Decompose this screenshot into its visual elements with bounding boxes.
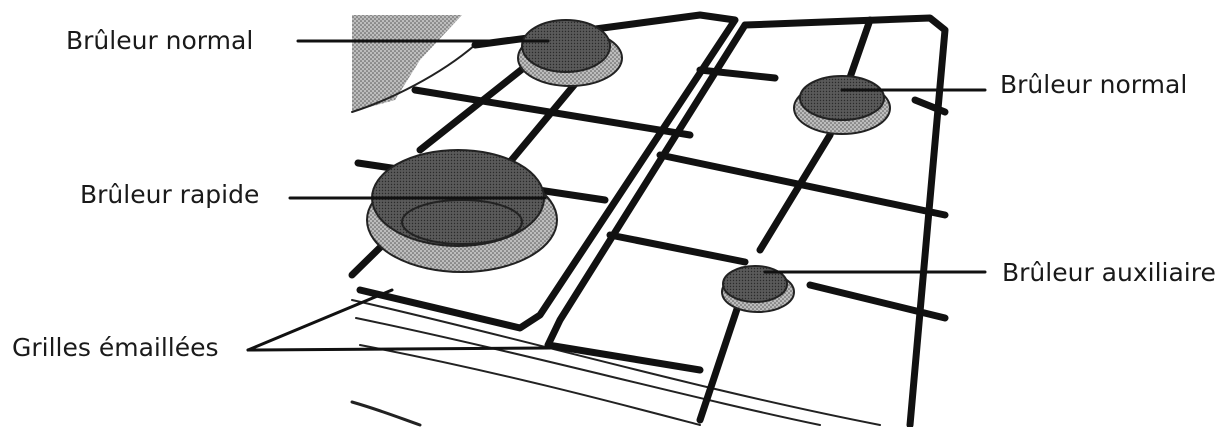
label-burner-rapid: Brûleur rapide (80, 180, 260, 209)
label-burner-auxiliary: Brûleur auxiliaire (1002, 258, 1216, 287)
backsplash-shading (352, 15, 462, 112)
burner-auxiliary (721, 265, 795, 313)
burner-top-left (517, 19, 623, 87)
right-grate (544, 14, 949, 427)
burner-rapid (366, 149, 558, 273)
burner-top-right (793, 75, 891, 135)
leader-lines (246, 39, 987, 352)
leader-grates-left (246, 288, 394, 352)
hob-front-edge (350, 44, 881, 427)
label-burner-normal-left: Brûleur normal (66, 26, 254, 55)
leader-grates-right (246, 346, 552, 352)
label-grates: Grilles émaillées (12, 333, 219, 362)
label-burner-normal-right: Brûleur normal (1000, 70, 1188, 99)
